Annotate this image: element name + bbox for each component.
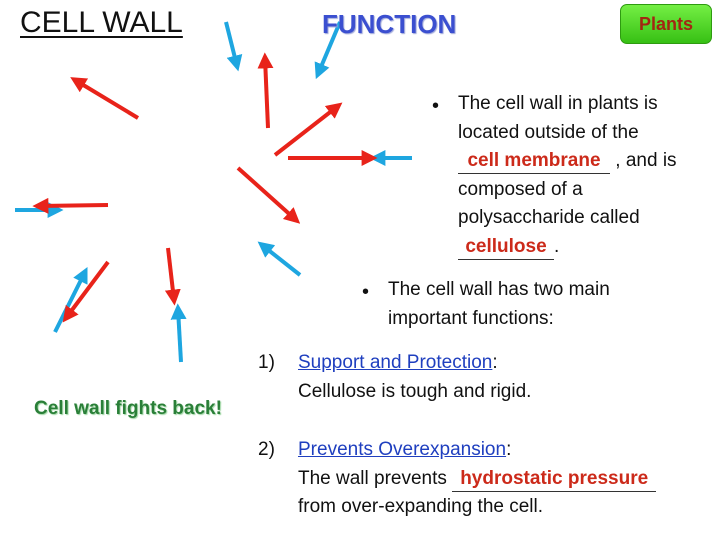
red-arrow-icon <box>273 102 343 157</box>
bullet2-text: The cell wall has two main important fun… <box>388 276 610 333</box>
plants-badge: Plants <box>620 4 712 44</box>
blue-arrow-icon <box>53 266 88 333</box>
red-arrow-icon <box>236 166 301 224</box>
function-2: Prevents Overexpansion: The wall prevent… <box>298 436 657 522</box>
bullet1-line: cellulose. <box>458 233 677 262</box>
function-1: Support and Protection: Cellulose is tou… <box>298 349 531 406</box>
bullet-icon: • <box>432 95 440 117</box>
fill-in-hydrostatic-pressure: hydrostatic pressure <box>452 467 657 492</box>
function-2-detail: The wall prevents <box>298 467 453 489</box>
blue-arrow-icon <box>314 21 342 80</box>
red-arrow-icon <box>62 260 110 323</box>
red-arrow-icon <box>257 52 274 129</box>
red-arrow-icon <box>32 197 109 214</box>
function-heading: FUNCTION <box>322 9 457 39</box>
bullet1-line: composed of a <box>458 178 583 200</box>
bullet1-line: The cell wall in plants is <box>458 93 658 114</box>
fill-in-cellulose: cellulose <box>458 235 554 260</box>
red-arrow-icon <box>70 77 140 120</box>
function-1-colon: : <box>492 352 498 373</box>
bullet1-line-suffix: . <box>554 235 560 257</box>
function-2-number: 2) <box>258 439 275 460</box>
bullet2-line: The cell wall has two main <box>388 279 610 300</box>
bullet-icon: • <box>362 281 370 303</box>
blue-arrow-icon <box>257 241 302 277</box>
function-1-detail: Cellulose is tough and rigid. <box>298 380 532 402</box>
blue-arrow-icon <box>170 303 187 363</box>
page-title: CELL WALL <box>20 6 183 39</box>
bullet1-text: The cell wall in plants is located outsi… <box>458 90 677 261</box>
bullet1-line: located outside of the <box>458 121 639 143</box>
function-1-title: Support and Protection <box>298 352 493 373</box>
function-1-number: 1) <box>258 352 275 373</box>
red-arrow-icon <box>164 247 181 306</box>
bullet2-line: important functions: <box>388 307 554 329</box>
bullet1-line-suffix: , and is <box>610 150 677 171</box>
function-2-detail-line2: from over-expanding the cell. <box>298 496 544 517</box>
bullet1-line: polysaccharide called <box>458 207 640 228</box>
caption-fights-back: Cell wall fights back! <box>34 398 222 419</box>
function-2-colon: : <box>506 439 512 460</box>
function-2-title: Prevents Overexpansion <box>298 439 507 460</box>
fill-in-cell-membrane: cell membrane <box>458 149 610 174</box>
bullet1-line: cell membrane , and is <box>458 147 677 176</box>
blue-arrow-icon <box>224 21 243 72</box>
